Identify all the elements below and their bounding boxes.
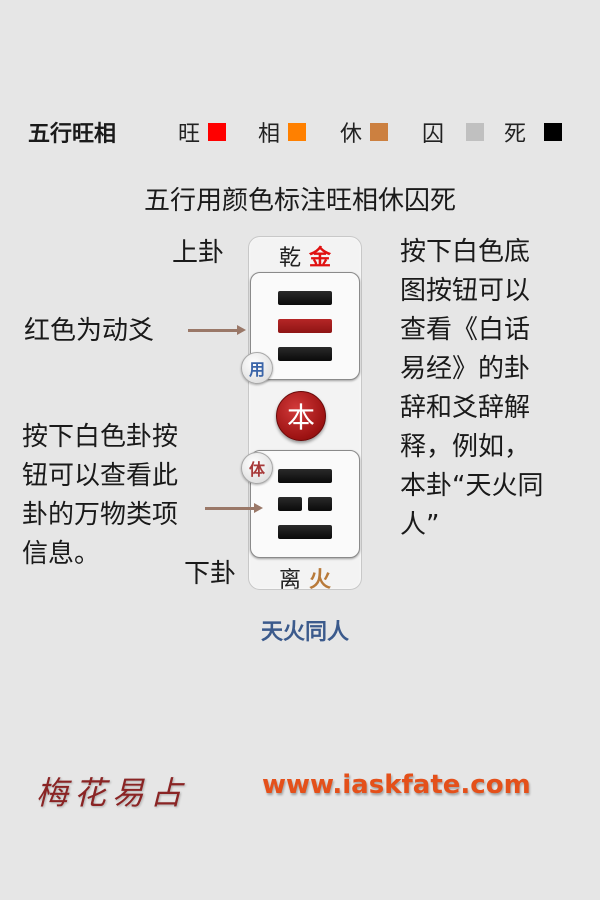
lower-trigram-name: 离 xyxy=(278,568,301,593)
lower-trigram-side-label: 下卦 xyxy=(184,559,237,589)
moving-line-callout: 红色为动爻 xyxy=(24,316,155,346)
legend-item-qiu: 囚 xyxy=(422,116,485,148)
callout-line: 查看《白话 xyxy=(400,315,531,345)
upper-trigram-side-label: 上卦 xyxy=(172,238,225,268)
website-link[interactable]: www.iaskfate.com xyxy=(262,770,531,800)
callout-line: 人” xyxy=(400,510,440,540)
ti-badge: 体 xyxy=(241,452,273,484)
lower-trigram-label: 离火 xyxy=(248,562,362,594)
legend-label: 相 xyxy=(258,122,281,147)
callout-line: 本卦“天火同 xyxy=(400,471,544,501)
brand-logo: 梅花易占 xyxy=(36,774,189,812)
legend-label: 休 xyxy=(340,122,363,147)
callout-line: 图按钮可以 xyxy=(400,276,531,306)
upper-trigram-element: 金 xyxy=(309,246,332,271)
legend-item-xiu: 休 xyxy=(340,116,389,148)
legend-item-xiang: 相 xyxy=(258,116,307,148)
subtitle: 五行用颜色标注旺相休囚死 xyxy=(143,186,456,216)
legend-label: 旺 xyxy=(178,122,201,147)
legend-item-wang: 旺 xyxy=(178,116,227,148)
swatch-red-icon xyxy=(208,123,227,141)
swatch-black-icon xyxy=(544,123,563,141)
background-button-callout: 按下白色底 图按钮可以 查看《白话 易经》的卦 辞和爻辞解 释，例如， 本卦“天… xyxy=(400,233,543,545)
legend-label: 死 xyxy=(504,122,527,147)
yang-line-icon xyxy=(278,347,332,361)
callout-line: 信息。 xyxy=(22,539,101,569)
callout-line: 按下白色底 xyxy=(400,237,531,267)
callout-line: 易经》的卦 xyxy=(400,354,531,384)
yang-line-icon xyxy=(278,469,332,483)
moving-line-icon xyxy=(278,319,332,333)
upper-trigram-name: 乾 xyxy=(278,246,301,271)
yin-line-icon xyxy=(278,497,332,511)
callout-line: 按下白色卦按 xyxy=(22,422,179,452)
swatch-orange-icon xyxy=(288,123,307,141)
callout-line: 钮可以查看此 xyxy=(22,461,179,491)
trigram-button-callout: 按下白色卦按 钮可以查看此 卦的万物类项 信息。 xyxy=(22,418,178,574)
yang-line-icon xyxy=(278,525,332,539)
arrow-right-icon xyxy=(188,325,246,335)
legend-item-si: 死 xyxy=(504,116,563,148)
swatch-brown-icon xyxy=(370,123,389,141)
lower-trigram-element: 火 xyxy=(309,568,332,593)
ben-button[interactable]: 本 xyxy=(276,391,326,441)
hexagram-name: 天火同人 xyxy=(260,620,349,645)
callout-line: 卦的万物类项 xyxy=(22,500,179,530)
legend-label: 囚 xyxy=(422,122,445,147)
callout-line: 辞和爻辞解 xyxy=(400,393,531,423)
arrow-right-icon xyxy=(205,503,263,513)
yang-line-icon xyxy=(278,291,332,305)
yong-badge: 用 xyxy=(241,352,273,384)
legend-title: 五行旺相 xyxy=(28,122,117,147)
upper-trigram-label: 乾金 xyxy=(248,240,362,272)
callout-line: 释，例如， xyxy=(400,432,531,462)
swatch-gray-icon xyxy=(466,123,485,141)
